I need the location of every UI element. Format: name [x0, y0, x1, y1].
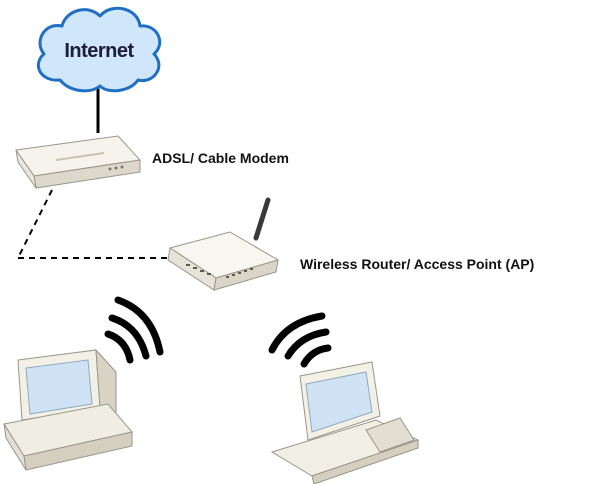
router-label: Wireless Router/ Access Point (AP)	[300, 256, 535, 272]
cloud-icon: Internet	[37, 6, 162, 93]
wifi-signal-icon	[268, 312, 332, 368]
modem-router-link-diagonal	[17, 189, 53, 259]
modem-label: ADSL/ Cable Modem	[152, 150, 289, 166]
laptop-computer-icon	[270, 361, 420, 484]
desktop-computer-icon	[3, 348, 133, 471]
internet-label: Internet	[64, 40, 134, 62]
wireless-router-icon	[167, 197, 280, 291]
modem-icon	[15, 135, 142, 189]
wifi-signal-icon	[104, 296, 164, 364]
